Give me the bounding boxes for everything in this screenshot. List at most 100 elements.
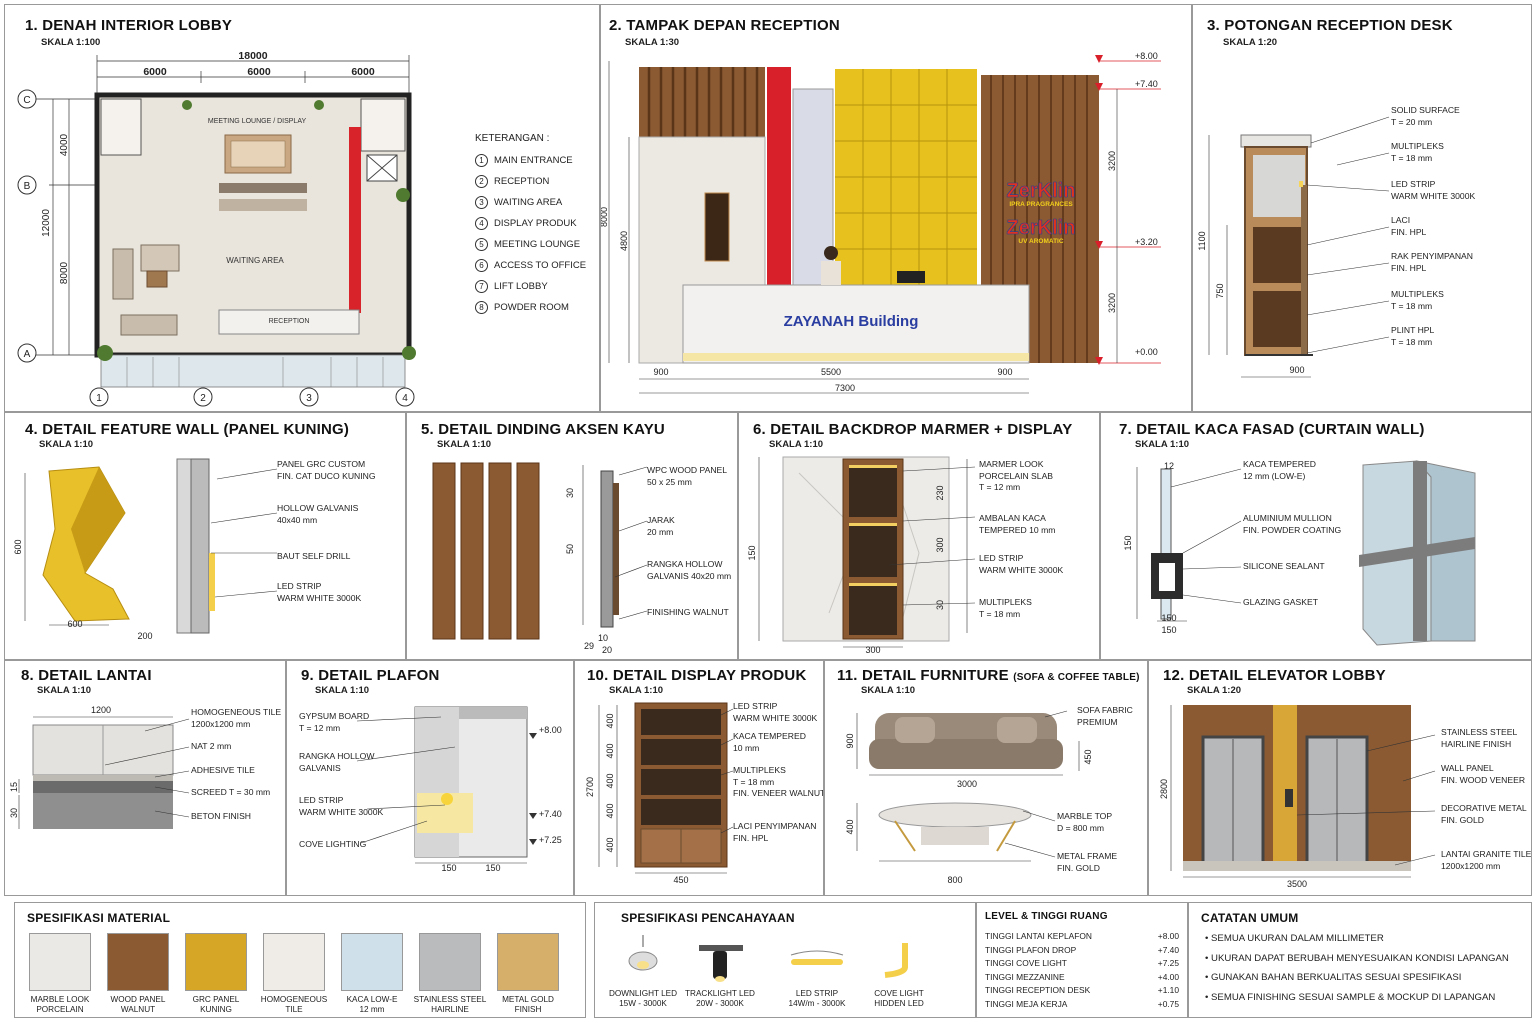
led-strip-icon (790, 950, 844, 965)
logo-zerklin-1: ZerKlin (1007, 180, 1076, 202)
callout-line: LED STRIP (299, 795, 344, 805)
level-value: +8.00 (1157, 931, 1179, 941)
furniture-vdim-450: 450 (1083, 749, 1093, 764)
legend-text: LIFT LOBBY (494, 281, 548, 292)
furniture-vdim-400: 400 (845, 819, 855, 834)
panel-feature-wall: 4. DETAIL FEATURE WALL (PANEL KUNING) SK… (4, 412, 406, 660)
tracklight-icon (699, 945, 743, 982)
display-vdim-2700: 2700 (585, 777, 595, 797)
vdim-2: 12000 (41, 209, 52, 237)
floor-scale: SKALA 1:10 (37, 685, 92, 696)
panel-reception-elevation: 2. TAMPAK DEPAN RECEPTION SKALA 1:30 ZAY… (600, 4, 1192, 412)
legend-number: 4 (475, 217, 488, 230)
callout-line: LED STRIP (733, 701, 778, 711)
elevator-hdim-3500: 3500 (1287, 879, 1307, 889)
material-swatch (29, 933, 91, 991)
floor-plan-title: 1. DENAH INTERIOR LOBBY (25, 17, 233, 34)
callout-label: FINISHING WALNUT (647, 607, 729, 619)
lighting-title: SPESIFIKASI PENCAHAYAAN (621, 911, 795, 925)
marble-vdim-150: 150 (747, 545, 757, 560)
callout-line: BAUT SELF DRILL (277, 551, 351, 561)
callout-line: MARMER LOOK (979, 459, 1044, 469)
floor-vdim-15: 15 (9, 782, 19, 792)
furniture-hdim-800: 800 (947, 875, 962, 885)
dim-2: 6000 (247, 66, 271, 78)
callout-line: FIN. WOOD VENEER (1441, 774, 1526, 785)
callout-line: 1200x1200 mm (1441, 860, 1501, 871)
wood-vdim-30: 30 (565, 488, 575, 498)
callout-label: NAT 2 mm (191, 741, 231, 753)
callout-line: FIN. HPL (1391, 262, 1427, 273)
material-label-line: WALNUT (120, 1005, 156, 1014)
callout-line: LED STRIP (277, 581, 322, 591)
callout-line: HAIRLINE FINISH (1441, 738, 1512, 749)
panel-floor-detail: 8. DETAIL LANTAI SKALA 1:10 1200 15 30 H… (4, 660, 286, 896)
dim-1: 6000 (143, 66, 167, 78)
floor-plan-scale: SKALA 1:100 (41, 37, 101, 48)
display-hdim-450: 450 (673, 875, 688, 885)
downlight-icon (628, 935, 658, 971)
legend-text: POWDER ROOM (494, 302, 569, 313)
curtain-hdim-150-b: 150 (1161, 625, 1176, 635)
level-name: TINGGI LANTAI KEPLAFON (985, 931, 1092, 941)
ceiling-level-740: +7.40 (539, 809, 562, 819)
callout-line: RANGKA HOLLOW (647, 559, 723, 569)
panel-furniture-detail: 11. DETAIL FURNITURE (SOFA & COFFEE TABL… (824, 660, 1148, 896)
floor-title: 8. DETAIL LANTAI (21, 667, 152, 684)
callout-line: SOFA FABRIC (1077, 705, 1133, 715)
callout-line: FINISHING WALNUT (647, 607, 729, 617)
dim-total: 18000 (238, 50, 267, 62)
note-item: • SEMUA FINISHING SESUAI SAMPLE & MOCKUP… (1205, 991, 1496, 1003)
legend-number: 6 (475, 259, 488, 272)
furniture-drawing: 900 450 400 3000 800 (845, 710, 1093, 885)
callout-label: BETON FINISH (191, 811, 251, 823)
callout-line: RAK PENYIMPANAN (1391, 251, 1473, 261)
floor-vdim-30: 30 (9, 808, 19, 818)
vdim-4800: 4800 (619, 231, 629, 251)
marble-drawing: 150 230 300 30 300 (747, 456, 976, 655)
desk-section-drawing: 1100 750 900 (1197, 116, 1390, 378)
ceiling-level-725: +7.25 (539, 835, 562, 845)
room-meeting-label: MEETING LOUNGE / DISPLAY (208, 118, 307, 125)
level-value: +0.75 (1157, 998, 1179, 1009)
grid-row-c: C (23, 95, 30, 106)
marble-hdim-300: 300 (865, 645, 880, 655)
logo-zerklin-2: ZerKlin (1007, 217, 1076, 239)
lighting-label-line: 14W/m - 3000K (788, 999, 846, 1008)
callout-line: PREMIUM (1077, 716, 1118, 727)
level-000: +0.00 (1135, 347, 1158, 357)
callout-line: SOLID SURFACE (1391, 105, 1460, 115)
callout-line: HOLLOW GALVANIS (277, 503, 359, 513)
callout-line: LACI PENYIMPANAN (733, 821, 817, 831)
curtain-title: 7. DETAIL KACA FASAD (CURTAIN WALL) (1119, 421, 1425, 438)
material-label-line: TILE (285, 1005, 303, 1014)
callout-line: WARM WHITE 3000K (277, 592, 362, 603)
callout-label: SILICONE SEALANT (1243, 561, 1325, 573)
level-name: TINGGI RECEPTION DESK (985, 985, 1091, 995)
callout-line: PLINT HPL (1391, 325, 1435, 335)
callout-line: WARM WHITE 3000K (1391, 190, 1476, 201)
furniture-vdim-900: 900 (845, 733, 855, 748)
floor-plan-drawing: 18000 6000 6000 6000 4000 12000 8000 C B… (17, 50, 416, 407)
